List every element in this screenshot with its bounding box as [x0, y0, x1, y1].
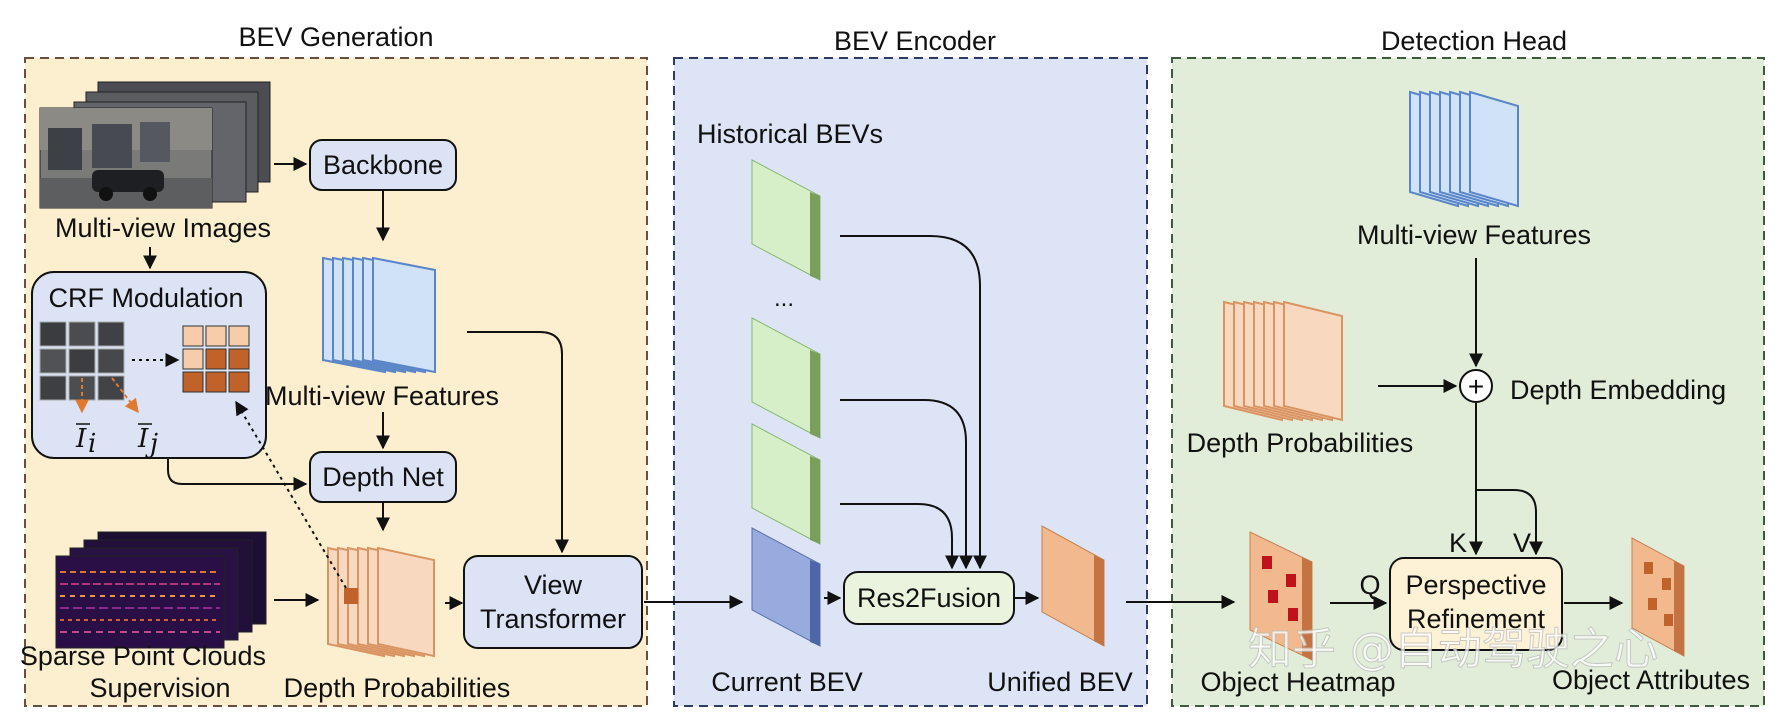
section-title-encoder: BEV Encoder	[834, 26, 996, 56]
v-label: V	[1513, 528, 1531, 558]
perspective-refinement-box	[1389, 557, 1563, 651]
view-transformer-label-1: View	[524, 570, 583, 600]
object-attributes	[1631, 537, 1685, 657]
depth-embedding-label: Depth Embedding	[1510, 375, 1726, 405]
q-label: Q	[1359, 570, 1380, 600]
multiview-features-stack-gen	[322, 256, 436, 374]
unified-bev	[1041, 525, 1105, 647]
depth-embedding-add-node	[1459, 369, 1493, 403]
crf-orange-arrow-j	[111, 377, 139, 414]
object-heatmap-label: Object Heatmap	[1200, 667, 1395, 697]
perspective-refinement-label-2: Refinement	[1407, 604, 1546, 634]
depth-probabilities-stack-gen	[327, 546, 435, 658]
multiview-images-label: Multi-view Images	[55, 213, 271, 243]
sparse-point-clouds-label: Sparse Point Clouds	[20, 641, 266, 671]
encoder-arrows	[824, 235, 1236, 609]
crf-modulation-label: CRF Modulation	[48, 283, 243, 313]
multiview-features-stack-head	[1409, 90, 1519, 208]
crf-weight-grid	[182, 325, 250, 393]
historical-bevs-label: Historical BEVs	[697, 119, 883, 149]
depth-probabilities-label-head: Depth Probabilities	[1187, 428, 1414, 458]
backbone-label: Backbone	[323, 150, 443, 180]
section-title-head: Detection Head	[1381, 26, 1567, 56]
dotted-link-to-crf	[235, 400, 347, 589]
multiview-images-stack	[39, 81, 271, 209]
crf-modulation-box	[31, 271, 267, 459]
object-attributes-label: Object Attributes	[1552, 665, 1750, 695]
depth-net-label: Depth Net	[322, 462, 444, 492]
multiview-features-label-gen: Multi-view Features	[265, 381, 499, 411]
depth-probabilities-stack-head	[1223, 300, 1343, 422]
historical-bev-1	[751, 159, 821, 281]
depth-net-box	[309, 451, 457, 503]
view-transformer-label-2: Transformer	[480, 604, 626, 634]
historical-bev-3	[751, 423, 821, 545]
res2fusion-label: Res2Fusion	[857, 583, 1001, 613]
svg-text:I: I	[75, 424, 87, 454]
add-symbol: +	[1468, 371, 1484, 402]
crf-image-grid	[39, 321, 125, 401]
sparse-point-clouds-image	[55, 531, 267, 649]
res2fusion-box	[843, 571, 1015, 625]
historical-ellipsis: ...	[774, 285, 794, 312]
current-bev-label: Current BEV	[711, 667, 863, 697]
section-title-generation: BEV Generation	[238, 22, 433, 52]
svg-text:I: I	[137, 424, 149, 454]
generation-arrows	[143, 157, 744, 610]
unified-bev-label: Unified BEV	[987, 667, 1133, 697]
object-heatmap	[1249, 531, 1313, 661]
k-label: K	[1449, 528, 1467, 558]
supervision-label: Supervision	[89, 673, 230, 703]
svg-text:i: i	[88, 429, 96, 459]
watermark-text: 知乎 @自动驾驶之心	[1248, 624, 1658, 675]
depth-probabilities-label-gen: Depth Probabilities	[284, 673, 511, 703]
view-transformer-box	[463, 555, 643, 649]
backbone-box	[309, 139, 457, 191]
multiview-features-label-head: Multi-view Features	[1357, 220, 1591, 250]
crf-math-labels: I i I j	[75, 423, 158, 459]
historical-bev-2	[751, 317, 821, 439]
perspective-refinement-label-1: Perspective	[1405, 570, 1546, 600]
head-arrows	[1330, 258, 1624, 610]
current-bev	[751, 527, 821, 647]
